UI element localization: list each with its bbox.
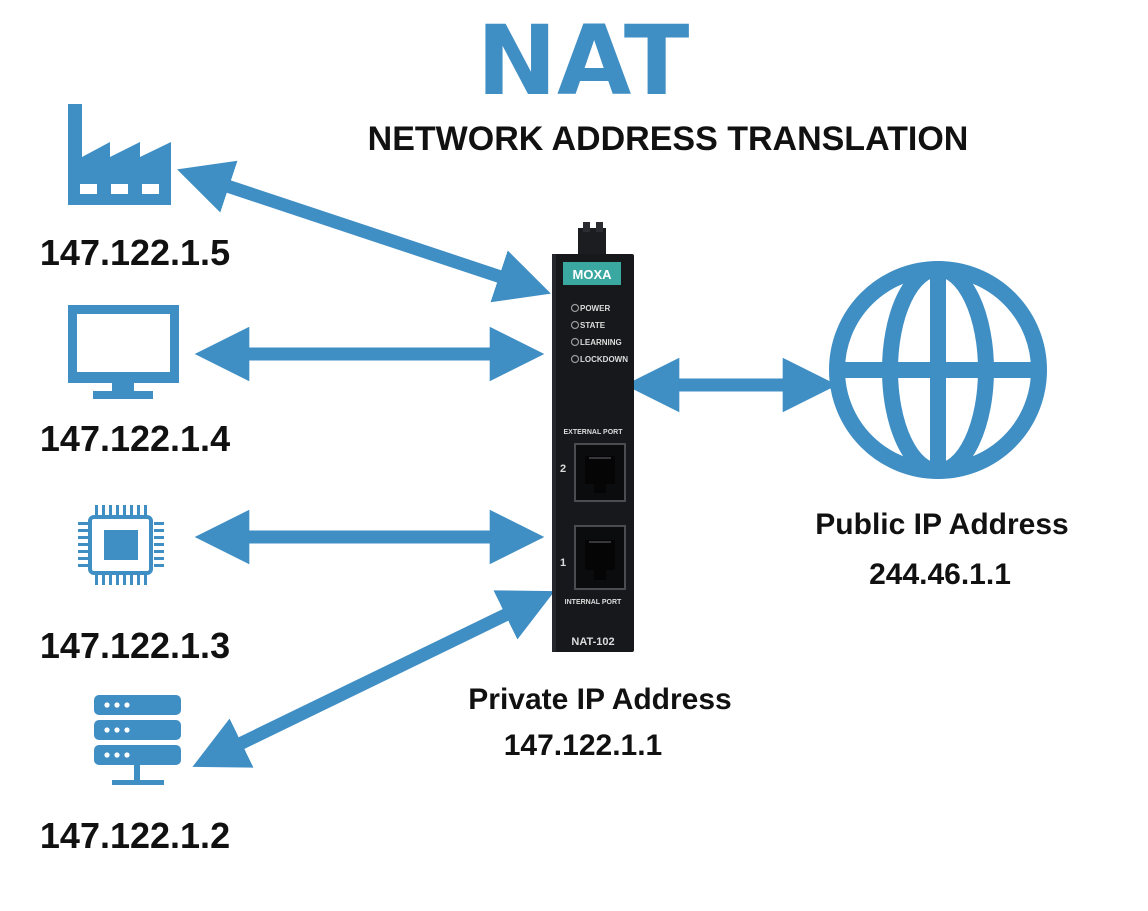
rj45-port-external	[574, 443, 626, 502]
diagram-subtitle: NETWORK ADDRESS TRANSLATION	[368, 120, 969, 158]
led-indicator	[570, 320, 580, 330]
nat-device: MOXA POWER STATE LEARNING LOCKDOWN EXTER…	[552, 222, 634, 652]
led-indicator	[570, 354, 580, 364]
public-ip-label: Public IP Address	[815, 508, 1068, 541]
led-indicator	[570, 337, 580, 347]
device-brand: MOXA	[573, 267, 613, 282]
globe-icon	[829, 261, 1047, 479]
client-ip-label: 147.122.1.2	[40, 815, 230, 856]
led-indicator	[570, 303, 580, 313]
client-ip-label: 147.122.1.5	[40, 232, 230, 273]
server-icon	[94, 695, 181, 785]
public-ip-address: 244.46.1.1	[869, 558, 1011, 591]
led-label: POWER	[580, 304, 610, 313]
led-label: LOCKDOWN	[580, 355, 628, 364]
client-ip-label: 147.122.1.4	[40, 418, 230, 459]
bidirectional-arrow	[192, 590, 555, 768]
diagram-title: NAT	[477, 5, 690, 117]
brand-badge	[563, 262, 621, 285]
private-ip-address: 147.122.1.1	[504, 729, 662, 762]
led-label: LEARNING	[580, 338, 622, 347]
internal-port-label: INTERNAL PORT	[565, 599, 622, 606]
rj45-port-internal	[574, 525, 626, 590]
private-ip-label: Private IP Address	[468, 683, 731, 716]
bidirectional-arrow	[177, 160, 551, 303]
port-number: 1	[560, 557, 566, 569]
port-number: 2	[560, 463, 566, 475]
led-label: STATE	[580, 321, 606, 330]
chip-icon	[78, 505, 164, 585]
monitor-icon	[68, 305, 179, 399]
factory-icon	[68, 104, 171, 205]
device-model: NAT-102	[571, 636, 614, 648]
external-port-label: EXTERNAL PORT	[564, 429, 624, 436]
client-ip-label: 147.122.1.3	[40, 625, 230, 666]
